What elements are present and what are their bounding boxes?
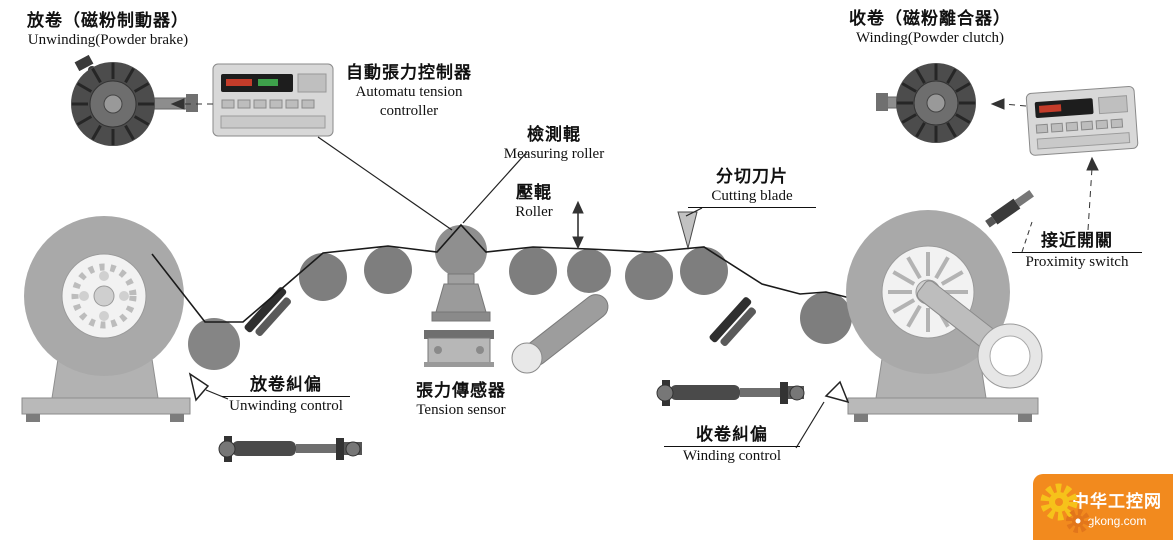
label-tension-controller-zh: 自動張力控制器 — [346, 63, 472, 82]
label-measuring-roller: 檢測輥 Measuring roller — [478, 124, 630, 164]
winder-machine — [846, 210, 1043, 422]
unwinder-machine — [21, 216, 191, 422]
winding-controller-unit — [1025, 86, 1139, 156]
label-unwinding-control-zh: 放卷糾偏 — [222, 374, 350, 398]
label-tension-controller-en1: Automatu tension — [355, 84, 463, 101]
brake-control-arrow — [170, 98, 213, 110]
winding-guide-actuator — [656, 380, 805, 406]
rewind-edge-sensor — [709, 297, 756, 346]
label-tension-controller: 自動張力控制器 Automatu tension controller — [338, 62, 480, 121]
unwind-edge-sensor — [244, 287, 291, 336]
label-cutting-blade-zh: 分切刀片 — [716, 167, 788, 186]
label-unwinding-control: 放卷糾偏 Unwinding control — [222, 374, 350, 416]
label-unwinding-control-en: Unwinding control — [229, 398, 343, 415]
label-tension-sensor-zh: 張力傳感器 — [416, 381, 506, 400]
angled-drive-roller — [511, 294, 609, 374]
label-tension-controller-en2: controller — [379, 103, 439, 119]
watermark-site-name: 中华工控网 — [1072, 491, 1162, 511]
label-measuring-roller-zh: 檢測輥 — [527, 125, 581, 144]
watermark-text: 中华工控网 gkong.com — [1067, 487, 1167, 528]
tension-controller-unit — [212, 63, 334, 137]
label-winding-control: 收卷糾偏 Winding control — [664, 424, 800, 466]
label-tension-sensor: 張力傳感器 Tension sensor — [396, 380, 526, 420]
label-pressure-roller-en: Roller — [515, 204, 553, 221]
clutch-control-arrow — [990, 98, 1027, 110]
label-proximity-switch: 接近開關 Proximity switch — [1012, 230, 1142, 272]
powder-brake — [71, 54, 198, 146]
pressure-roller-arrow — [572, 200, 584, 250]
label-winding-zh: 收卷（磁粉離合器） — [849, 9, 1011, 28]
unwinding-guide-actuator — [218, 436, 362, 462]
guide-direction-arrows — [188, 372, 850, 404]
label-winding-control-zh: 收卷糾偏 — [664, 424, 800, 448]
label-proximity-switch-zh: 接近開關 — [1012, 230, 1142, 254]
label-proximity-switch-en: Proximity switch — [1025, 254, 1129, 271]
label-pressure-roller: 壓輥 Roller — [494, 182, 574, 222]
label-winding-en: Winding(Powder clutch) — [855, 30, 1005, 47]
leader-lines — [205, 136, 825, 449]
label-winding: 收卷（磁粉離合器） Winding(Powder clutch) — [828, 8, 1032, 48]
cutting-blade-part — [677, 211, 698, 250]
gkong-watermark: 中华工控网 gkong.com — [1033, 474, 1173, 540]
label-pressure-roller-zh: 壓輥 — [516, 183, 552, 202]
label-measuring-roller-en: Measuring roller — [503, 146, 605, 163]
gears-icon — [1040, 483, 1090, 533]
web-line — [151, 223, 851, 323]
proximity-switch-link — [1021, 156, 1099, 253]
web-rollers — [188, 246, 852, 370]
watermark-site-url: gkong.com — [1087, 513, 1147, 528]
measuring-roller-assembly — [431, 225, 491, 322]
label-cutting-blade: 分切刀片 Cutting blade — [688, 166, 816, 208]
label-unwinding-zh: 放卷（磁粉制動器） — [27, 11, 189, 30]
label-unwinding: 放卷（磁粉制動器） Unwinding(Powder brake) — [8, 10, 208, 50]
label-winding-control-en: Winding control — [682, 448, 782, 465]
tension-sensor-unit — [424, 330, 494, 367]
label-tension-sensor-en: Tension sensor — [416, 402, 506, 419]
label-cutting-blade-en: Cutting blade — [688, 187, 816, 208]
label-unwinding-en: Unwinding(Powder brake) — [27, 32, 189, 49]
proximity-switch-device — [985, 189, 1034, 228]
powder-clutch — [876, 63, 976, 143]
